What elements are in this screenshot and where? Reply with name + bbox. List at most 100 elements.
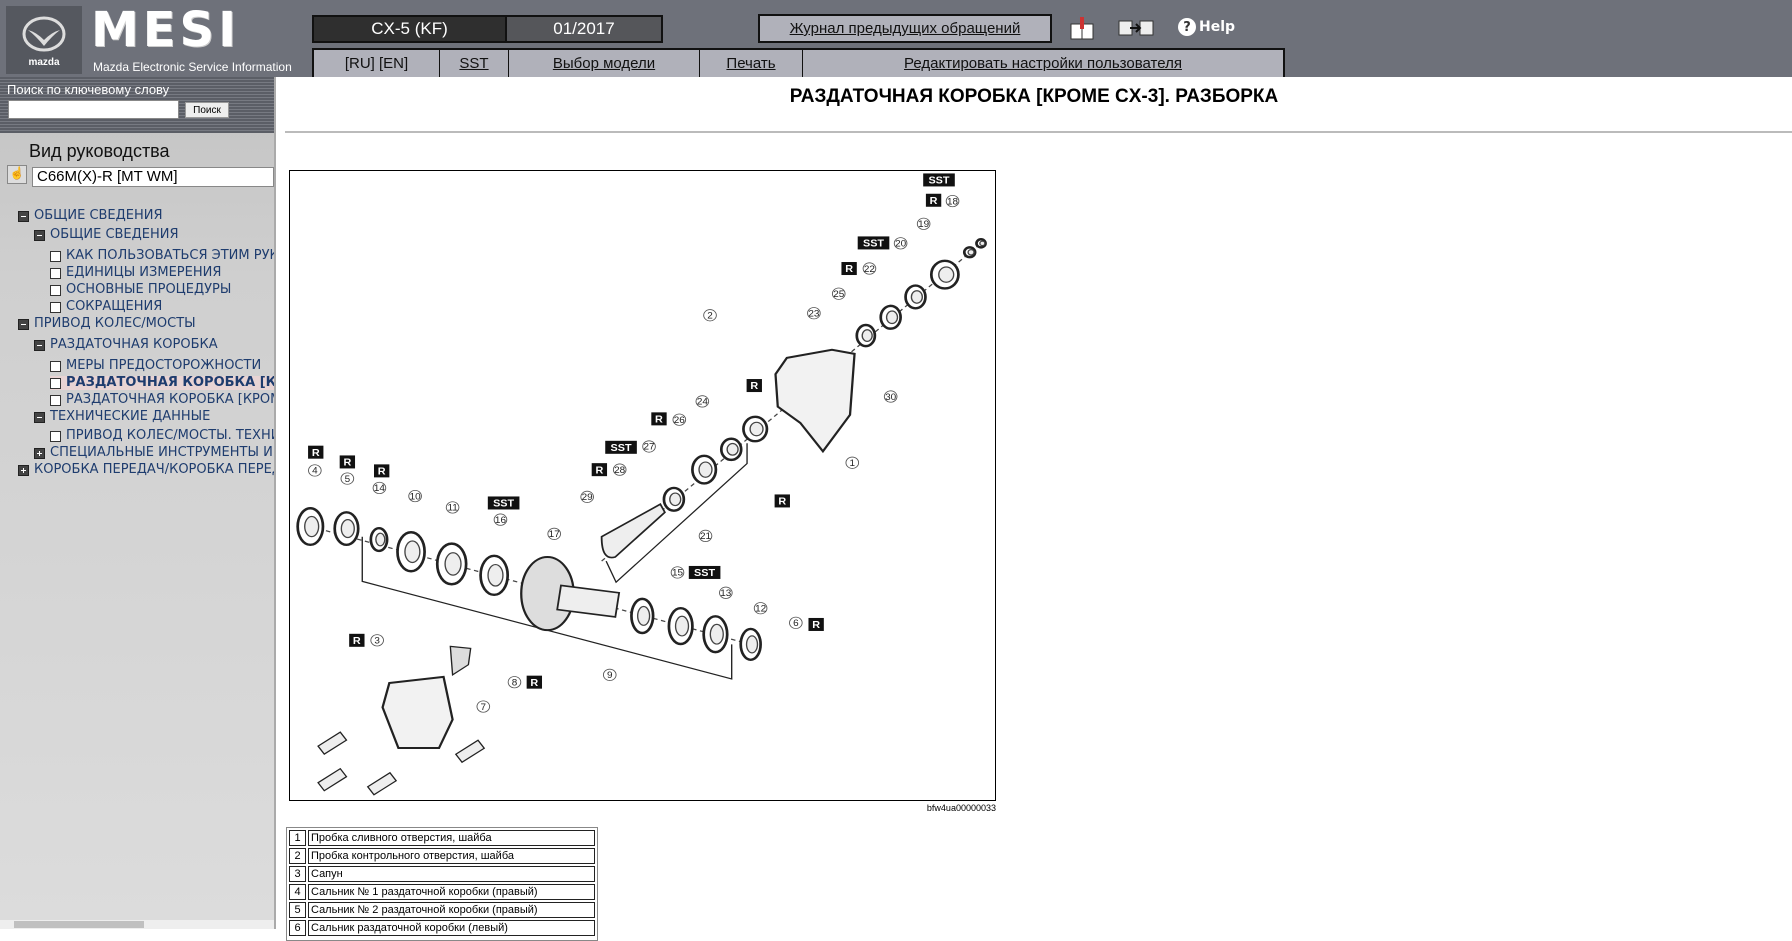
search-input[interactable] xyxy=(8,100,179,119)
callout-label: 2 xyxy=(707,311,713,321)
nav-print[interactable]: Печать xyxy=(700,50,803,77)
callout-circle xyxy=(670,566,685,579)
callout-label: 23 xyxy=(808,309,819,319)
model-display[interactable]: CX-5 (KF) xyxy=(312,15,507,43)
ring-inner xyxy=(726,442,739,456)
tree-item[interactable]: СПЕЦИАЛЬНЫЕ ИНСТРУМЕНТЫ И ПРИСПОСОБЛЕНИЯ xyxy=(34,446,274,460)
nav-model-select[interactable]: Выбор модели xyxy=(509,50,700,77)
ring-inner xyxy=(910,290,924,304)
tree-item-label: ТЕХНИЧЕСКИЕ ДАННЫЕ xyxy=(50,409,211,424)
nav-sst[interactable]: SST xyxy=(440,50,509,77)
logo-word: mazda xyxy=(28,57,60,68)
ring-inner xyxy=(885,310,899,325)
badge-label: SST xyxy=(863,239,885,249)
callout-circle xyxy=(883,390,898,403)
nav-bar: [RU] [EN] SST Выбор модели Печать Редакт… xyxy=(312,48,1285,77)
tree-item[interactable]: ПРИВОД КОЛЕС/МОСТЫ xyxy=(18,317,196,331)
ring-inner xyxy=(444,552,462,576)
mazda-logo[interactable]: mazda xyxy=(6,6,82,74)
callout-label: 15 xyxy=(672,568,683,578)
divider xyxy=(285,131,1792,133)
part-name: Сапун xyxy=(308,866,595,882)
tree-item[interactable]: ОБЩИЕ СВЕДЕНИЯ xyxy=(34,228,179,242)
badge-label: R xyxy=(595,466,603,476)
bolt xyxy=(366,771,398,796)
tree-item[interactable]: РАЗДАТОЧНАЯ КОРОБКА [КРОМЕ CX-3] xyxy=(50,393,274,407)
part-name: Пробка контрольного отверстия, шайба xyxy=(308,848,595,864)
collapse-icon[interactable] xyxy=(34,411,45,423)
language-switch[interactable]: [RU] [EN] xyxy=(314,50,440,77)
housing-7 xyxy=(381,675,454,750)
callout-circle xyxy=(916,217,931,230)
callout-label: 9 xyxy=(607,671,613,681)
tree-item-label: РАЗДАТОЧНАЯ КОРОБКА xyxy=(50,337,218,352)
collapse-icon[interactable] xyxy=(18,210,29,222)
badge-r xyxy=(651,412,667,426)
badge-sst xyxy=(605,440,637,454)
document-icon xyxy=(50,267,61,279)
search-button[interactable]: Поиск xyxy=(185,102,229,118)
callout-circle xyxy=(476,700,491,713)
help-button[interactable]: ?Help xyxy=(1178,18,1235,36)
callout-label: 17 xyxy=(549,530,560,540)
tree-item[interactable]: КОРОБКА ПЕРЕДАЧ/КОРОБКА ПЕРЕДАЧ xyxy=(18,463,274,477)
tree-item-label: СОКРАЩЕНИЯ xyxy=(66,299,163,314)
callout-label: 5 xyxy=(345,474,351,484)
ring-inner xyxy=(674,615,690,637)
bolt xyxy=(454,739,486,764)
expand-icon[interactable] xyxy=(18,464,29,476)
callout-circle xyxy=(372,481,387,495)
callout-label: 4 xyxy=(312,466,318,476)
document-icon xyxy=(50,377,61,389)
app-subtitle: Mazda Electronic Service Information xyxy=(93,60,292,74)
tree-item[interactable]: ОСНОВНЫЕ ПРОЦЕДУРЫ xyxy=(50,283,231,297)
tree-item-label: КАК ПОЛЬЗОВАТЬСЯ ЭТИМ РУКОВОДСТВОМ xyxy=(66,248,274,263)
collapse-icon[interactable] xyxy=(18,318,29,330)
horizontal-scrollbar[interactable] xyxy=(0,920,274,929)
tree-item[interactable]: РАЗДАТОЧНАЯ КОРОБКА xyxy=(34,338,218,352)
tree-item[interactable]: ПРИВОД КОЛЕС/МОСТЫ. ТЕХНИЧЕСКИЕ ДАННЫЕ xyxy=(50,429,274,443)
callout-label: 7 xyxy=(481,702,487,712)
callout-circle xyxy=(695,395,710,408)
badge-label: R xyxy=(750,382,758,392)
badge-r xyxy=(374,464,390,478)
tree-item[interactable]: ЕДИНИЦЫ ИЗМЕРЕНИЯ xyxy=(50,266,221,280)
joystick-icon[interactable]: ☝ xyxy=(7,165,27,184)
journal-button[interactable]: Журнал предыдущих обращений xyxy=(758,14,1052,43)
collapse-icon[interactable] xyxy=(34,229,45,241)
callout-label: 11 xyxy=(447,503,457,513)
part-name: Сальник № 2 раздаточной коробки (правый) xyxy=(308,902,595,918)
tree-item-label: ПРИВОД КОЛЕС/МОСТЫ xyxy=(34,316,196,331)
document-icon xyxy=(50,360,61,372)
ring-inner xyxy=(487,563,504,587)
document-icon xyxy=(50,394,61,406)
tree-item-label: ЕДИНИЦЫ ИЗМЕРЕНИЯ xyxy=(66,265,222,280)
tree-item[interactable]: МЕРЫ ПРЕДОСТОРОЖНОСТИ xyxy=(50,359,261,373)
collapse-icon[interactable] xyxy=(34,339,45,351)
expand-icon[interactable] xyxy=(34,447,45,459)
manual-book-icon[interactable] xyxy=(1068,16,1096,40)
window-switch-icon[interactable] xyxy=(1118,16,1154,40)
scrollbar-thumb[interactable] xyxy=(14,921,144,928)
callout-circle xyxy=(547,527,561,540)
tree-item[interactable]: СОКРАЩЕНИЯ xyxy=(50,300,162,314)
tree-item[interactable]: ТЕХНИЧЕСКИЕ ДАННЫЕ xyxy=(34,410,210,424)
ring-inner xyxy=(669,492,682,507)
nav-user-settings[interactable]: Редактировать настройки пользователя xyxy=(904,55,1182,72)
callout-circle xyxy=(807,307,821,320)
ring-inner xyxy=(967,248,975,256)
date-display[interactable]: 01/2017 xyxy=(505,15,663,43)
splitter[interactable] xyxy=(274,77,276,929)
manual-view-select[interactable]: C66M(X)-R [MT WM] xyxy=(32,167,274,187)
tree-item[interactable]: РАЗДАТОЧНАЯ КОРОБКА [КРОМЕ CX-3]. РАЗБОР… xyxy=(50,376,274,390)
tree-item-label: СПЕЦИАЛЬНЫЕ ИНСТРУМЕНТЫ И ПРИСПОСОБЛЕНИЯ xyxy=(50,445,274,460)
tree-item[interactable]: ОБЩИЕ СВЕДЕНИЯ xyxy=(18,209,163,223)
callout-label: 21 xyxy=(700,532,711,542)
badge-label: SST xyxy=(928,176,950,186)
tree-item[interactable]: КАК ПОЛЬЗОВАТЬСЯ ЭТИМ РУКОВОДСТВОМ xyxy=(50,249,274,263)
ring-inner xyxy=(938,266,955,283)
tree-item-label: РАЗДАТОЧНАЯ КОРОБКА [КРОМЕ CX-3] xyxy=(66,392,274,407)
